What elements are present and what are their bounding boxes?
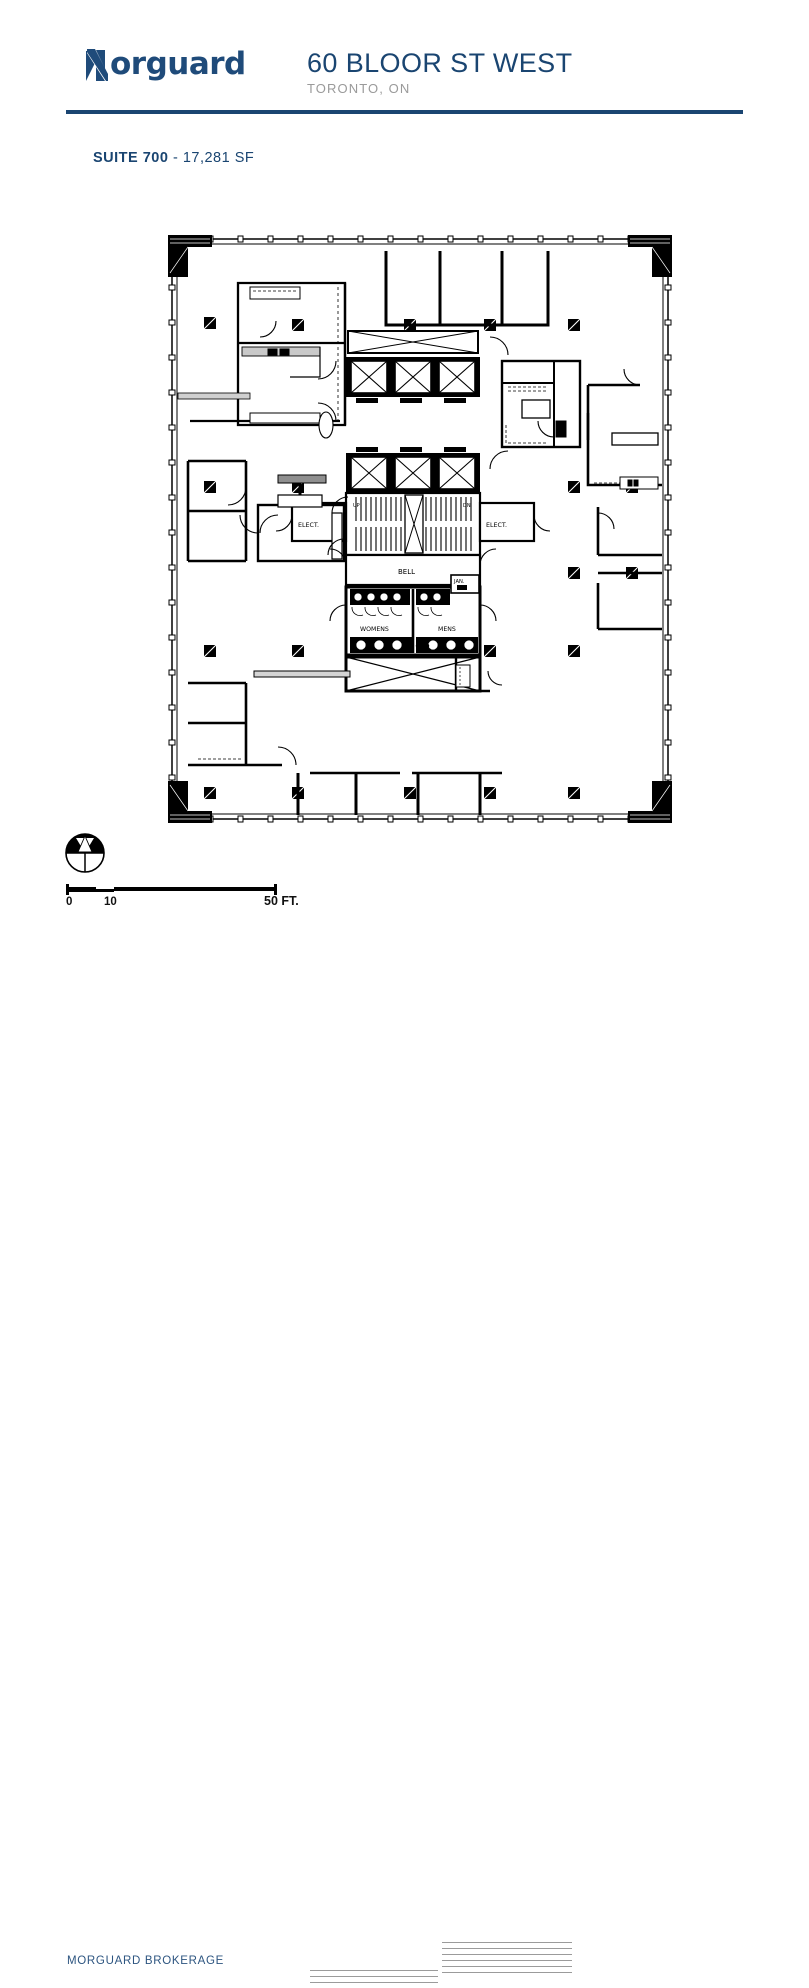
- door-swings: [227, 320, 641, 766]
- scale-label-end: 50 FT.: [264, 894, 299, 908]
- southeast-detail: [454, 657, 490, 693]
- service-room-east: [500, 359, 582, 449]
- scale-bar: [66, 884, 277, 895]
- corner-column-se: [628, 781, 672, 823]
- elect-room-right: ELECT.: [478, 501, 536, 543]
- top-right-rooms: [384, 251, 550, 327]
- lavatories: [350, 637, 478, 653]
- stair-up-label: UP: [353, 503, 360, 509]
- scale-label-start: 0: [66, 896, 73, 908]
- page-title: 60 BLOOR ST WEST: [307, 48, 573, 78]
- south-rooms: [253, 670, 502, 815]
- footer-brand: MORGUARD BROKERAGE: [67, 1955, 225, 1967]
- elevator-bank-north: [346, 330, 480, 403]
- page-subtitle: TORONTO, ON: [307, 81, 411, 96]
- morguard-logo: orguard: [84, 46, 314, 84]
- east-rooms: [586, 383, 662, 631]
- document-header: orguard 60 BLOOR ST WEST TORONTO, ON: [0, 0, 809, 128]
- elect-right-label: ELECT.: [486, 522, 507, 529]
- mullion-ticks-sides: [168, 284, 672, 781]
- elevator-bank-south: [346, 447, 480, 493]
- floor-plan: UP DN ELECT. ELECT. BELL WOMENS: [150, 225, 690, 845]
- suite-number: SUITE 700: [93, 150, 169, 166]
- elevator-cars-south: [350, 456, 476, 490]
- partition-walls: [190, 281, 347, 439]
- footer-line-group-right: [442, 1942, 572, 1978]
- header-divider: [66, 110, 743, 114]
- stair-dn-label: DN: [463, 503, 471, 509]
- floor-plan-drawing: UP DN ELECT. ELECT. BELL WOMENS: [168, 235, 672, 823]
- corner-column-ne: [628, 235, 672, 277]
- mullion-ticks-top: [207, 235, 634, 243]
- morguard-m-logo-icon: [86, 49, 108, 81]
- suite-separator: -: [168, 150, 183, 166]
- janitor-label: JAN.: [453, 579, 465, 585]
- corner-column-sw: [168, 781, 212, 823]
- scale-label-mid: 10: [104, 896, 117, 908]
- bell-room-label: BELL: [398, 568, 415, 576]
- mens-label: MENS: [438, 626, 456, 633]
- misc-elements: [177, 392, 251, 400]
- north-arrow-compass-icon: [65, 833, 105, 873]
- janitor-closet: JAN.: [450, 574, 480, 594]
- west-rooms-mid: [186, 459, 248, 563]
- document-footer: MORGUARD BROKERAGE: [0, 960, 809, 1983]
- womens-label: WOMENS: [360, 626, 389, 633]
- corner-column-nw: [168, 235, 212, 277]
- suite-info: SUITE 700 - 17,281 SF: [93, 150, 254, 166]
- elect-left-label: ELECT.: [298, 522, 319, 529]
- southwest-rooms: [188, 681, 282, 767]
- footer-line-group-left: [310, 1970, 438, 1988]
- womens-stalls: [350, 589, 410, 616]
- mens-stalls: [416, 589, 450, 616]
- mullion-ticks-bottom: [207, 815, 634, 823]
- suite-area: 17,281 SF: [182, 150, 255, 166]
- morguard-logo-text: orguard: [110, 46, 246, 82]
- washroom-block: WOMENS MENS JAN.: [344, 574, 482, 693]
- core-stairs: UP DN: [344, 491, 482, 557]
- title-block: 60 BLOOR ST WEST TORONTO, ON: [307, 48, 572, 96]
- elevator-cars-north: [350, 360, 476, 394]
